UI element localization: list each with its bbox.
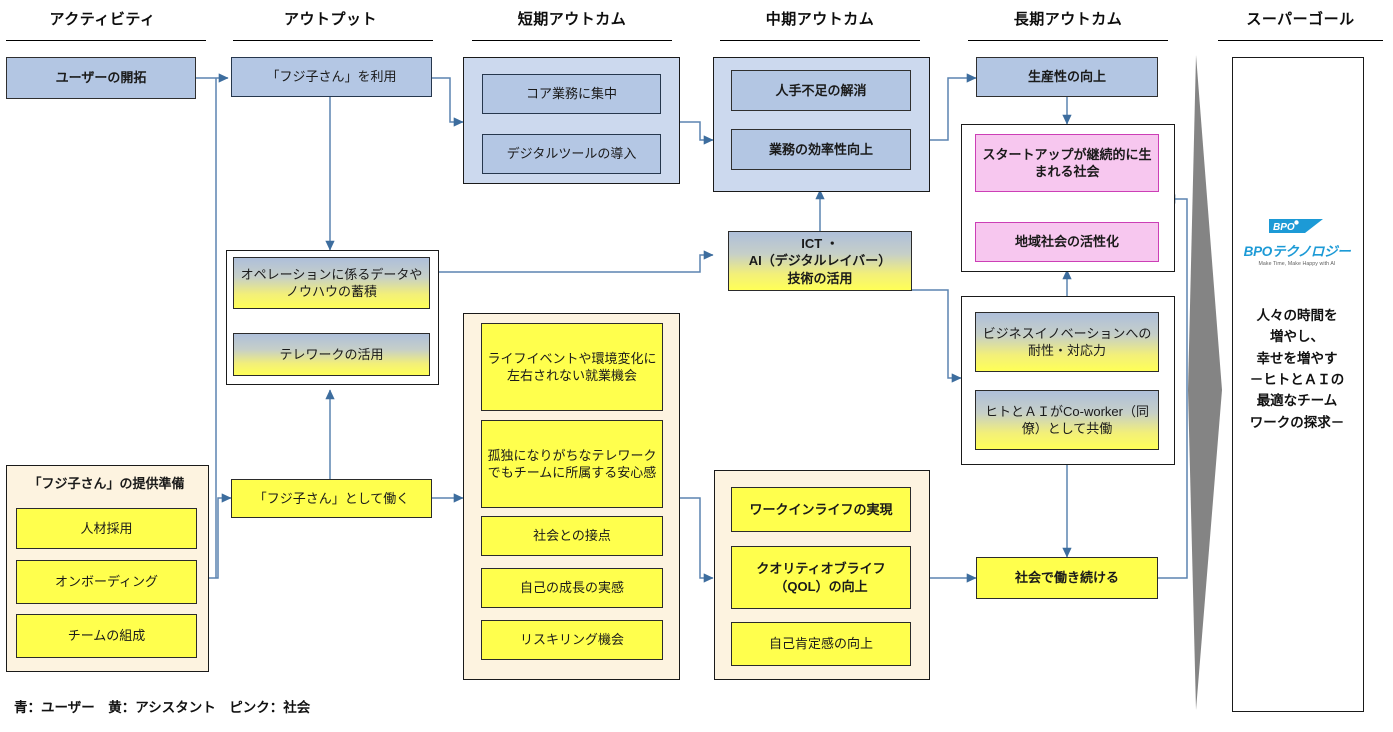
node-labor-shortage-resolution[interactable]: 人手不足の解消: [731, 70, 911, 111]
node-team-belonging-security[interactable]: 孤独になりがちなテレワークでもチームに所属する安心感: [481, 420, 663, 508]
node-recruiting[interactable]: 人材採用: [16, 508, 197, 549]
node-telework-utilization[interactable]: テレワークの活用: [233, 333, 430, 376]
super-goal-line-1: 人々の時間を: [1256, 308, 1338, 323]
column-header-activity: アクティビティ: [49, 11, 156, 28]
node-startup-society[interactable]: スタートアップが継続的に生まれる社会: [975, 134, 1159, 192]
column-header-output: アウトプット: [283, 11, 377, 28]
node-focus-core-business[interactable]: コア業務に集中: [482, 74, 661, 114]
super-goal-line-5: 最適なチーム: [1256, 393, 1338, 409]
node-reskilling-opportunity[interactable]: リスキリング機会: [481, 620, 663, 660]
node-use-fujiko[interactable]: 「フジ子さん」を利用: [231, 57, 432, 97]
svg-text:BPO: BPO: [1273, 222, 1295, 233]
node-digital-tool-adoption[interactable]: デジタルツールの導入: [482, 134, 661, 174]
node-user-development[interactable]: ユーザーの開拓: [6, 57, 196, 99]
node-self-affirmation[interactable]: 自己肯定感の向上: [731, 622, 911, 666]
super-goal-line-4: －ヒトとＡＩの: [1249, 371, 1345, 387]
node-regional-revitalization[interactable]: 地域社会の活性化: [975, 222, 1159, 262]
node-quality-of-life[interactable]: クオリティオブライフ（QOL）の向上: [731, 546, 911, 609]
super-goal-line-6: ワークの探求－: [1249, 414, 1345, 430]
company-logo: BPO BPOテクノロジー Make Time, Make Happy with…: [1232, 218, 1362, 267]
column-rule-super-goal: [1218, 40, 1383, 41]
logo-tagline: Make Time, Make Happy with AI: [1258, 261, 1336, 267]
column-rule-short-outcome: [472, 40, 672, 41]
node-keep-working-in-society[interactable]: 社会で働き続ける: [976, 557, 1158, 599]
node-ict-ai-digital-labor[interactable]: ICT ・ AI（デジタルレイバー） 技術の活用: [728, 231, 912, 291]
group-title-fujiko-preparation: 「フジ子さん」の提供準備: [28, 476, 185, 492]
node-human-ai-coworker[interactable]: ヒトとＡＩがCo-worker（同僚）として共働: [975, 390, 1159, 450]
node-business-innovation-resilience[interactable]: ビジネスイノベーションへの耐性・対応力: [975, 312, 1159, 372]
node-team-formation[interactable]: チームの組成: [16, 614, 197, 658]
column-header-short-outcome: 短期アウトカム: [517, 11, 627, 28]
node-self-growth[interactable]: 自己の成長の実感: [481, 568, 663, 608]
node-work-as-fujiko[interactable]: 「フジ子さん」として働く: [231, 479, 432, 518]
super-goal-text: 人々の時間を 増やし、 幸せを増やす －ヒトとＡＩの 最適なチーム ワークの探求…: [1232, 305, 1362, 433]
node-operation-data-knowhow[interactable]: オペレーションに係るデータやノウハウの蓄積: [233, 257, 430, 309]
super-goal-panel: [1232, 57, 1364, 712]
node-onboarding[interactable]: オンボーディング: [16, 560, 197, 604]
column-rule-output: [233, 40, 433, 41]
node-operational-efficiency[interactable]: 業務の効率性向上: [731, 129, 911, 170]
node-social-contact[interactable]: 社会との接点: [481, 516, 663, 556]
logo-wordmark: BPOテクノロジー: [1243, 244, 1351, 259]
column-rule-long-outcome: [968, 40, 1168, 41]
column-header-super-goal: スーパーゴール: [1246, 11, 1355, 28]
super-goal-line-3: 幸せを増やす: [1256, 350, 1338, 366]
column-header-mid-outcome: 中期アウトカム: [765, 11, 875, 28]
column-rule-mid-outcome: [720, 40, 920, 41]
super-goal-line-2: 増やし、: [1270, 329, 1324, 345]
node-work-in-life[interactable]: ワークインライフの実現: [731, 487, 911, 532]
column-rule-activity: [6, 40, 206, 41]
color-legend: 青：ユーザー 黄：アシスタント ピンク：社会: [14, 700, 311, 715]
divider-lens: [1188, 55, 1222, 710]
column-header-long-outcome: 長期アウトカム: [1013, 11, 1123, 28]
bpo-badge-icon: BPO: [1269, 218, 1325, 240]
node-productivity-improvement[interactable]: 生産性の向上: [976, 57, 1158, 97]
node-employment-opportunity[interactable]: ライフイベントや環境変化に左右されない就業機会: [481, 323, 663, 411]
